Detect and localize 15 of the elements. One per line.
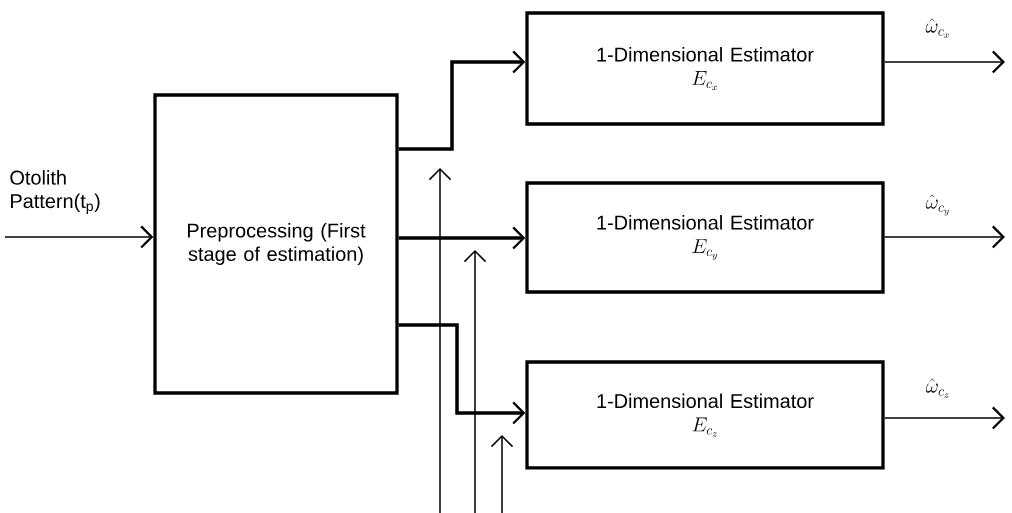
estimator-box: 1-Dimensional Estimator $E_{c_y}$ [525, 181, 885, 294]
arrow [883, 50, 1005, 74]
output-label: $\hat{\omega}_{c_x}$ [924, 17, 952, 39]
arrow [398, 226, 526, 250]
arrow [883, 225, 1005, 249]
arrow [398, 323, 526, 425]
arrow [398, 50, 526, 151]
estimator-box: 1-Dimensional Estimator $E_{c_z}$ [525, 360, 885, 470]
arrow [883, 406, 1005, 430]
input-label: Otolith Pattern(t$_{p}$) [10, 170, 100, 214]
output-label: $\hat{\omega}_{c_y}$ [924, 193, 952, 217]
output-label: $\hat{\omega}_{c_z}$ [924, 377, 952, 399]
estimator-box: 1-Dimensional Estimator $E_{c_x}$ [525, 11, 885, 126]
arrow [4, 225, 154, 249]
preprocessing-box: Preprocessing (First stage of estimation) [153, 93, 399, 395]
